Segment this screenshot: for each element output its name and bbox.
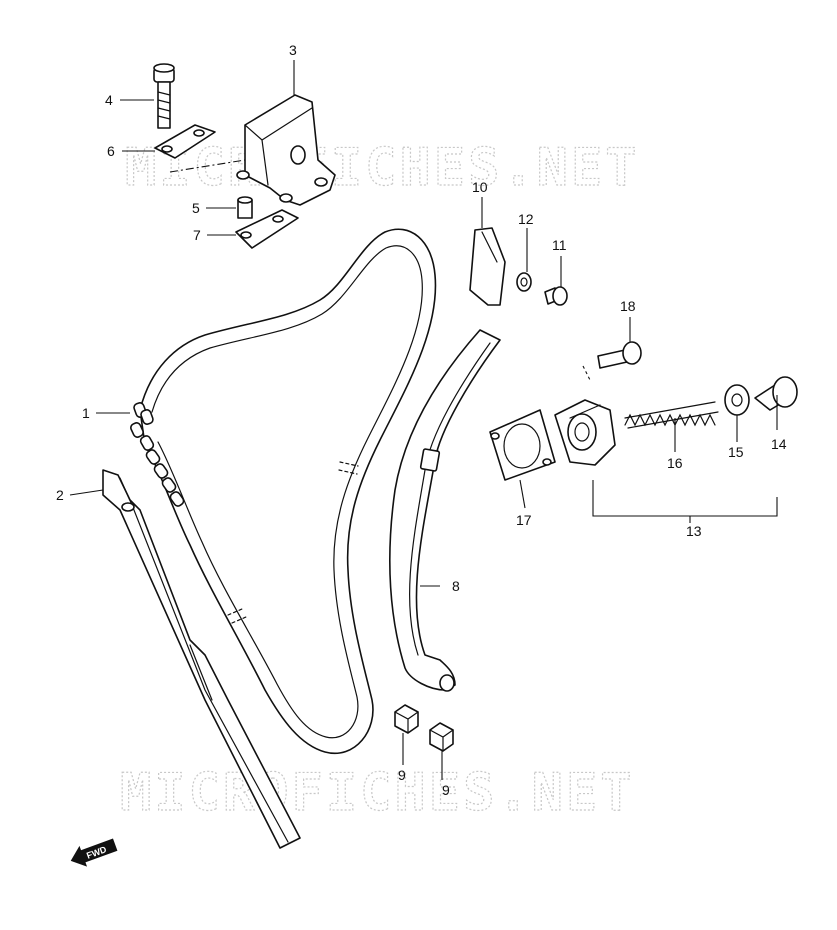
callout-9b: 9 bbox=[442, 782, 450, 798]
tensioner-adjuster[interactable] bbox=[489, 399, 616, 481]
cap-bolt-14[interactable] bbox=[754, 376, 798, 411]
watermark-top: MICROFICHES.NET bbox=[125, 138, 640, 198]
washer-15[interactable] bbox=[724, 384, 750, 416]
dowel-5[interactable] bbox=[237, 196, 253, 219]
chain-links bbox=[130, 402, 185, 507]
callout-12: 12 bbox=[518, 211, 534, 227]
callout-5: 5 bbox=[192, 200, 200, 216]
callout-14: 14 bbox=[771, 436, 787, 452]
cushion-9a[interactable] bbox=[394, 704, 419, 734]
callout-8: 8 bbox=[452, 578, 460, 594]
cam-chain[interactable] bbox=[130, 228, 437, 755]
guide-10[interactable] bbox=[469, 227, 506, 306]
callout-6: 6 bbox=[107, 143, 115, 159]
bolt-11[interactable] bbox=[544, 286, 568, 306]
callout-2: 2 bbox=[56, 487, 64, 503]
callout-1: 1 bbox=[82, 405, 90, 421]
plate-7[interactable] bbox=[235, 209, 299, 249]
leader-lines bbox=[69, 60, 778, 780]
callout-3: 3 bbox=[289, 42, 297, 58]
watermark-bottom: MICROFICHES.NET bbox=[120, 763, 635, 823]
chain-tensioner-guide[interactable] bbox=[102, 469, 301, 849]
spring-16[interactable] bbox=[624, 401, 719, 429]
washer-12[interactable] bbox=[516, 272, 532, 292]
fwd-arrow-icon: FWD bbox=[70, 838, 118, 867]
callout-9a: 9 bbox=[398, 767, 406, 783]
callout-7: 7 bbox=[193, 227, 201, 243]
callout-11: 11 bbox=[552, 237, 567, 253]
callout-10: 10 bbox=[472, 179, 488, 195]
upper-chain-guide[interactable] bbox=[236, 94, 336, 206]
callouts: 1 2 3 4 5 6 7 8 9 9 10 11 12 13 14 15 16… bbox=[56, 42, 787, 798]
callout-16: 16 bbox=[667, 455, 683, 471]
bolt-4[interactable] bbox=[153, 63, 175, 129]
callout-13: 13 bbox=[686, 523, 702, 539]
plate-6[interactable] bbox=[154, 124, 216, 159]
callout-4: 4 bbox=[105, 92, 113, 108]
cushion-9b[interactable] bbox=[429, 722, 454, 752]
callout-15: 15 bbox=[728, 444, 744, 460]
callout-18: 18 bbox=[620, 298, 636, 314]
chain-guide[interactable] bbox=[388, 329, 501, 692]
callout-17: 17 bbox=[516, 512, 532, 528]
bolt-18[interactable] bbox=[597, 341, 642, 369]
